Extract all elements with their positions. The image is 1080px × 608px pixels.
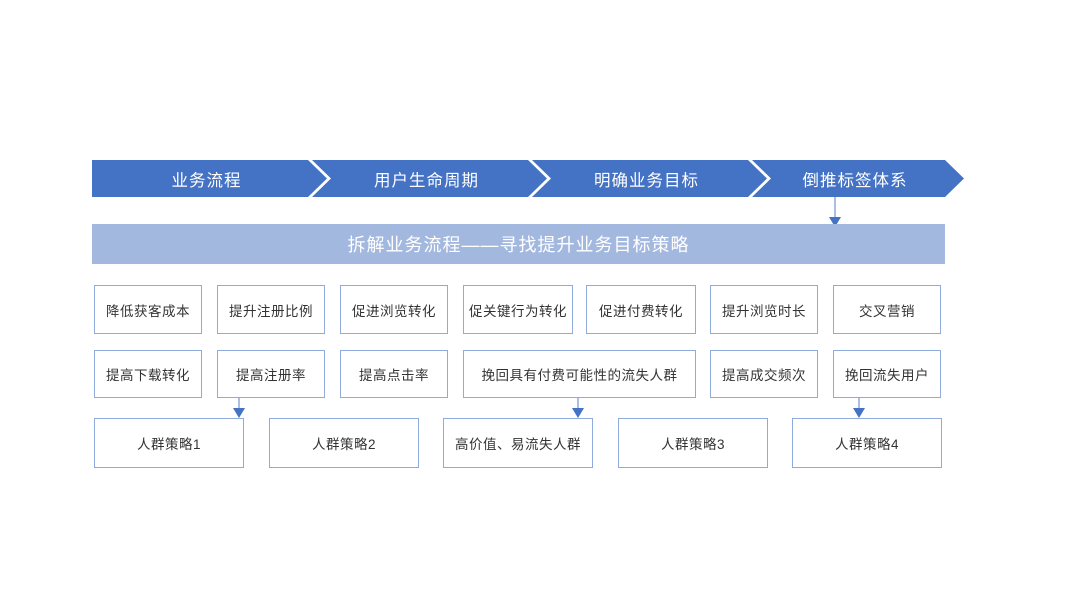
arrow-chevron-to-banner — [829, 197, 841, 227]
row2-box-6-label: 挽回流失用户 — [845, 368, 929, 383]
row1-box-2-label: 提升注册比例 — [229, 303, 313, 319]
row3-box-4-label: 人群策略3 — [660, 437, 725, 452]
row3-box-3[interactable]: 高价值、易流失人群 — [443, 418, 593, 468]
row3-box-1-label: 人群策略1 — [136, 437, 201, 452]
section-banner-label: 拆解业务流程——寻找提升业务目标策略 — [347, 235, 690, 255]
row2-box-3[interactable]: 提高点击率 — [340, 350, 448, 398]
row1-box-7-label: 交叉营销 — [859, 303, 915, 319]
chevron-step-3[interactable]: 明确业务目标 — [532, 160, 767, 197]
row2-box-2[interactable]: 提高注册率 — [217, 350, 325, 398]
row1-box-6[interactable]: 提升浏览时长 — [710, 285, 818, 334]
arrow-row2-2-to-row3-1 — [233, 398, 245, 418]
row1-box-5-label: 促进付费转化 — [599, 303, 683, 319]
arrow-row2-4-to-row3-3 — [572, 398, 584, 418]
row2-box-1[interactable]: 提高下载转化 — [94, 350, 202, 398]
chevron-step-3-label: 明确业务目标 — [594, 171, 699, 190]
chevron-step-1[interactable]: 业务流程 — [92, 160, 327, 197]
row2-box-3-label: 提高点击率 — [359, 368, 429, 383]
row3-box-5[interactable]: 人群策略4 — [792, 418, 942, 468]
row1-box-1[interactable]: 降低获客成本 — [94, 285, 202, 334]
row3-box-1[interactable]: 人群策略1 — [94, 418, 244, 468]
chevron-step-2-label: 用户生命周期 — [374, 171, 479, 190]
row1-box-3-label: 促进浏览转化 — [352, 303, 436, 319]
section-banner: 拆解业务流程——寻找提升业务目标策略 — [92, 224, 945, 264]
row3-box-2-label: 人群策略2 — [311, 437, 376, 452]
chevron-step-2[interactable]: 用户生命周期 — [312, 160, 547, 197]
row2-box-1-label: 提高下载转化 — [106, 368, 190, 383]
chevron-step-1-label: 业务流程 — [171, 171, 242, 190]
chevron-step-4-label: 倒推标签体系 — [802, 171, 908, 190]
row1-box-6-label: 提升浏览时长 — [722, 303, 806, 319]
arrow-row2-6-to-row3-5 — [853, 398, 865, 418]
row3-box-3-label: 高价值、易流失人群 — [455, 437, 581, 452]
row2-box-6[interactable]: 挽回流失用户 — [833, 350, 941, 398]
chevron-step-4[interactable]: 倒推标签体系 — [752, 160, 964, 197]
process-chevron-bar: 业务流程 用户生命周期 明确业务目标 倒推标签体系 — [92, 160, 964, 197]
row1-box-2[interactable]: 提升注册比例 — [217, 285, 325, 334]
row1-box-4[interactable]: 促关键行为转化 — [463, 285, 573, 334]
row1-box-3[interactable]: 促进浏览转化 — [340, 285, 448, 334]
row1-box-7[interactable]: 交叉营销 — [833, 285, 941, 334]
row2-box-5[interactable]: 提高成交频次 — [710, 350, 818, 398]
row2-box-4[interactable]: 挽回具有付费可能性的流失人群 — [463, 350, 696, 398]
row1-box-1-label: 降低获客成本 — [106, 303, 190, 319]
row1-box-5[interactable]: 促进付费转化 — [586, 285, 696, 334]
row2-box-2-label: 提高注册率 — [236, 368, 306, 383]
row3-box-5-label: 人群策略4 — [834, 437, 899, 452]
row3-box-4[interactable]: 人群策略3 — [618, 418, 768, 468]
row1-box-4-label: 促关键行为转化 — [469, 303, 567, 319]
row2-box-4-label: 挽回具有付费可能性的流失人群 — [481, 368, 678, 383]
row2-box-5-label: 提高成交频次 — [722, 368, 806, 383]
row3-box-2[interactable]: 人群策略2 — [269, 418, 419, 468]
